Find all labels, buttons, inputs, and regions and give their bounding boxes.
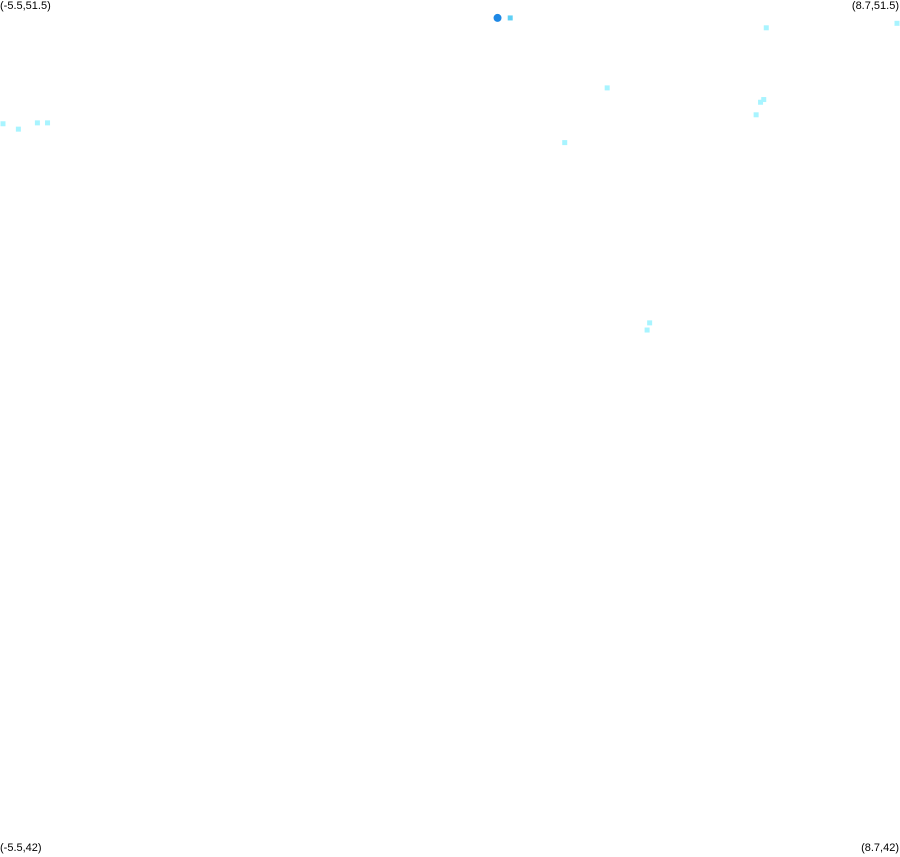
map-marker[interactable] xyxy=(15,126,21,132)
map-marker[interactable] xyxy=(753,112,759,118)
map-marker[interactable] xyxy=(604,85,610,91)
corner-label-bottom-right: (8.7,42) xyxy=(861,842,899,854)
map-marker[interactable] xyxy=(647,320,653,326)
map-marker[interactable] xyxy=(507,15,513,21)
map-marker[interactable] xyxy=(644,327,650,333)
map-marker[interactable] xyxy=(894,20,900,26)
map-marker[interactable] xyxy=(758,99,764,105)
corner-label-top-left: (-5.5,51.5) xyxy=(0,0,51,12)
map-marker[interactable] xyxy=(34,120,40,126)
map-marker[interactable] xyxy=(761,97,767,103)
corner-label-top-right: (8.7,51.5) xyxy=(851,0,899,12)
map-marker[interactable] xyxy=(763,25,769,31)
map-marker[interactable] xyxy=(0,121,6,127)
map-marker[interactable] xyxy=(562,140,568,146)
map-marker[interactable] xyxy=(45,120,51,126)
map-marker[interactable] xyxy=(493,13,502,22)
corner-label-bottom-left: (-5.5,42) xyxy=(0,842,42,854)
